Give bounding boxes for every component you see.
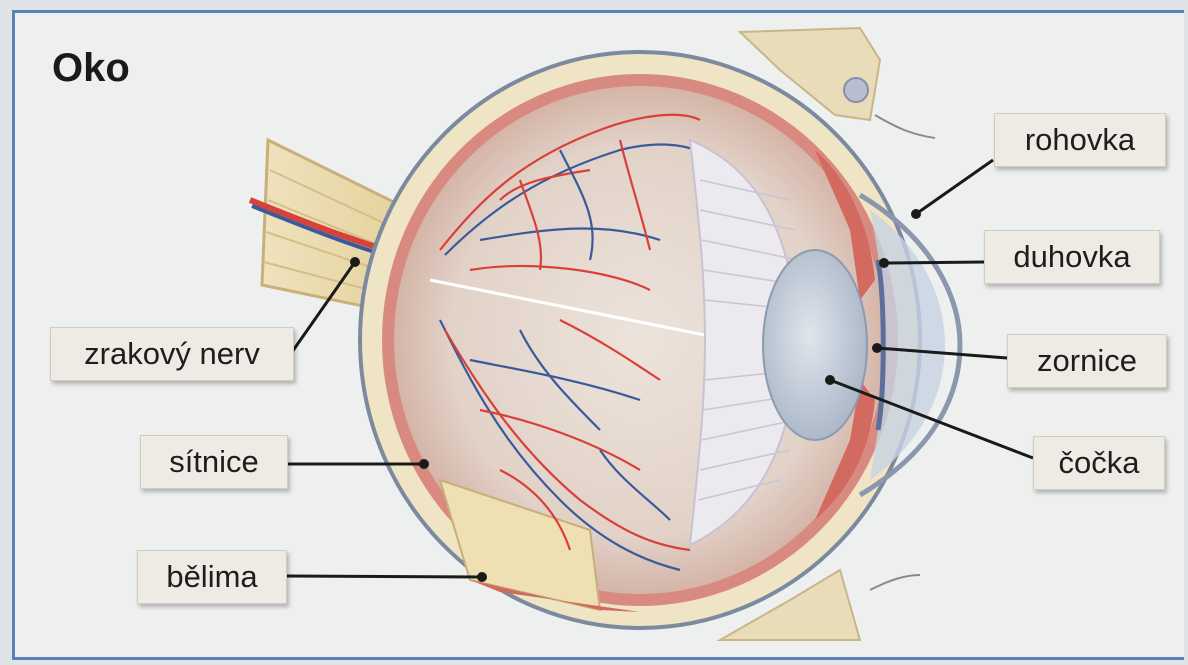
leader-belima bbox=[287, 576, 482, 577]
dot-zrakovy-nerv bbox=[350, 257, 360, 267]
label-zrakovy-nerv: zrakový nerv bbox=[50, 327, 294, 381]
label-duhovka: duhovka bbox=[984, 230, 1160, 284]
eyelid-bottom bbox=[870, 575, 920, 590]
diagram-title: Oko bbox=[52, 46, 130, 91]
dot-rohovka bbox=[911, 209, 921, 219]
label-rohovka: rohovka bbox=[994, 113, 1166, 167]
label-sitnice: sítnice bbox=[140, 435, 288, 489]
lens bbox=[763, 250, 867, 440]
dot-duhovka bbox=[879, 258, 889, 268]
dot-sitnice bbox=[419, 459, 429, 469]
leader-rohovka bbox=[916, 160, 993, 214]
label-belima: bělima bbox=[137, 550, 287, 604]
eyelid-top bbox=[875, 115, 935, 138]
dot-belima bbox=[477, 572, 487, 582]
dot-zornice bbox=[872, 343, 882, 353]
leader-duhovka bbox=[884, 262, 985, 263]
orbit-vessel bbox=[844, 78, 868, 102]
label-zornice: zornice bbox=[1007, 334, 1167, 388]
dot-cocka bbox=[825, 375, 835, 385]
label-cocka: čočka bbox=[1033, 436, 1165, 490]
